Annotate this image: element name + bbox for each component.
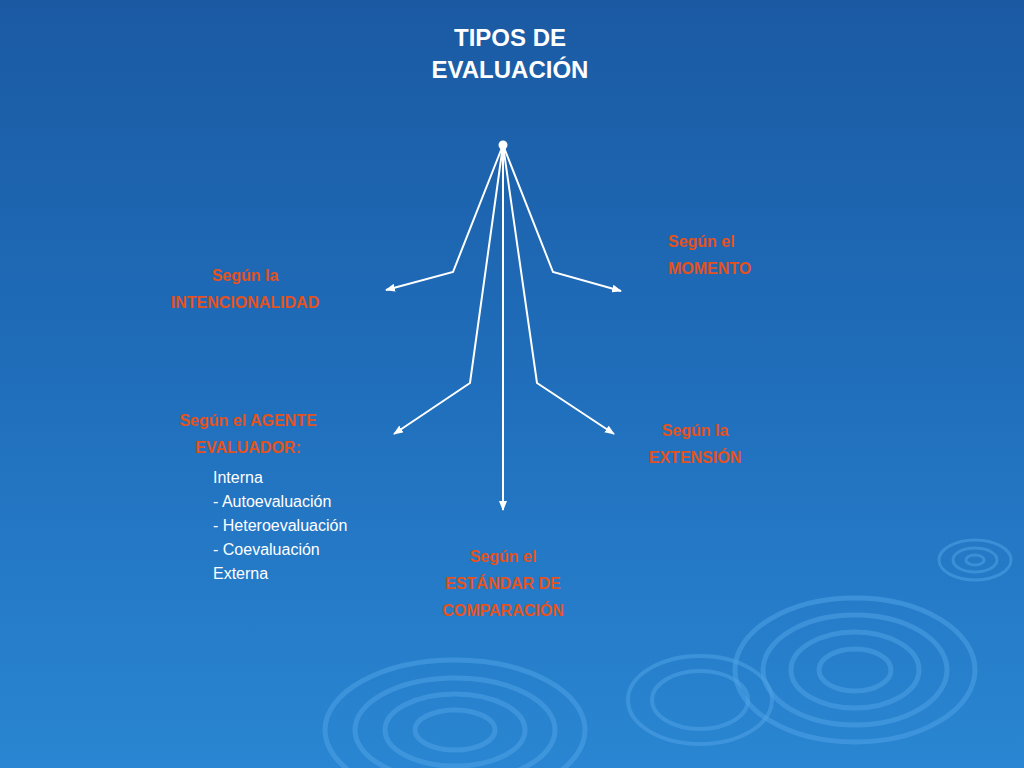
- category-heading: Según el MOMENTO: [668, 228, 798, 282]
- subtype-item: Externa: [118, 562, 378, 586]
- category-heading: Según el AGENTE EVALUADOR:: [148, 407, 348, 461]
- subtype-item: - Coevaluación: [118, 538, 378, 562]
- category-label: Según el ESTÁNDAR DE COMPARACIÓN: [428, 543, 578, 624]
- subtype-item: Interna: [118, 466, 378, 490]
- root-dot: [499, 141, 508, 150]
- category-label: Según la INTENCIONALIDAD: [153, 262, 337, 316]
- subtype-item: - Heteroevaluación: [118, 514, 378, 538]
- diagram-title: TIPOS DE EVALUACIÓN: [400, 22, 620, 86]
- category-label: Según el MOMENTO: [668, 228, 798, 282]
- category-heading: Según la INTENCIONALIDAD: [153, 262, 337, 316]
- subtype-item: - Autoevaluación: [118, 490, 378, 514]
- category-label: Según la EXTENSIÓN: [625, 417, 765, 471]
- category-heading: Según el ESTÁNDAR DE COMPARACIÓN: [428, 543, 578, 624]
- category-heading: Según la EXTENSIÓN: [625, 417, 765, 471]
- category-label: Según el AGENTE EVALUADOR: Interna- Autoe…: [118, 407, 378, 586]
